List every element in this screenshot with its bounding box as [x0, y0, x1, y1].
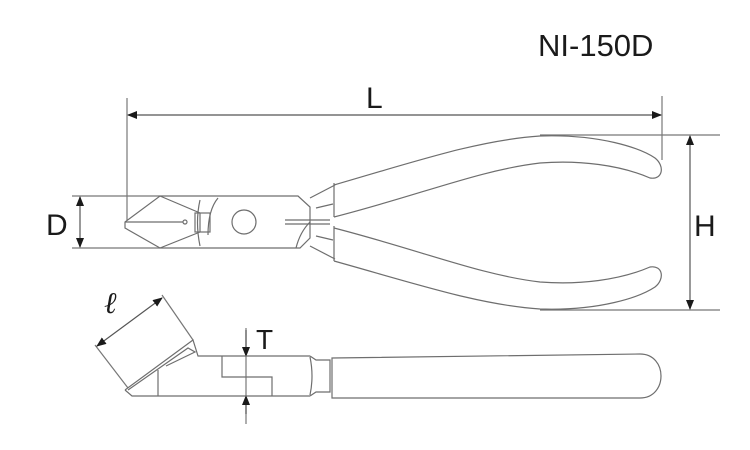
side-view	[94, 294, 662, 424]
model-title: NI-150D	[538, 28, 654, 63]
dimension-label-jaw-depth: D	[46, 209, 68, 242]
dimension-label-length: L	[366, 82, 383, 115]
top-view	[72, 96, 720, 311]
dimension-label-thickness: T	[256, 324, 274, 355]
dimension-label-height: H	[694, 210, 716, 243]
